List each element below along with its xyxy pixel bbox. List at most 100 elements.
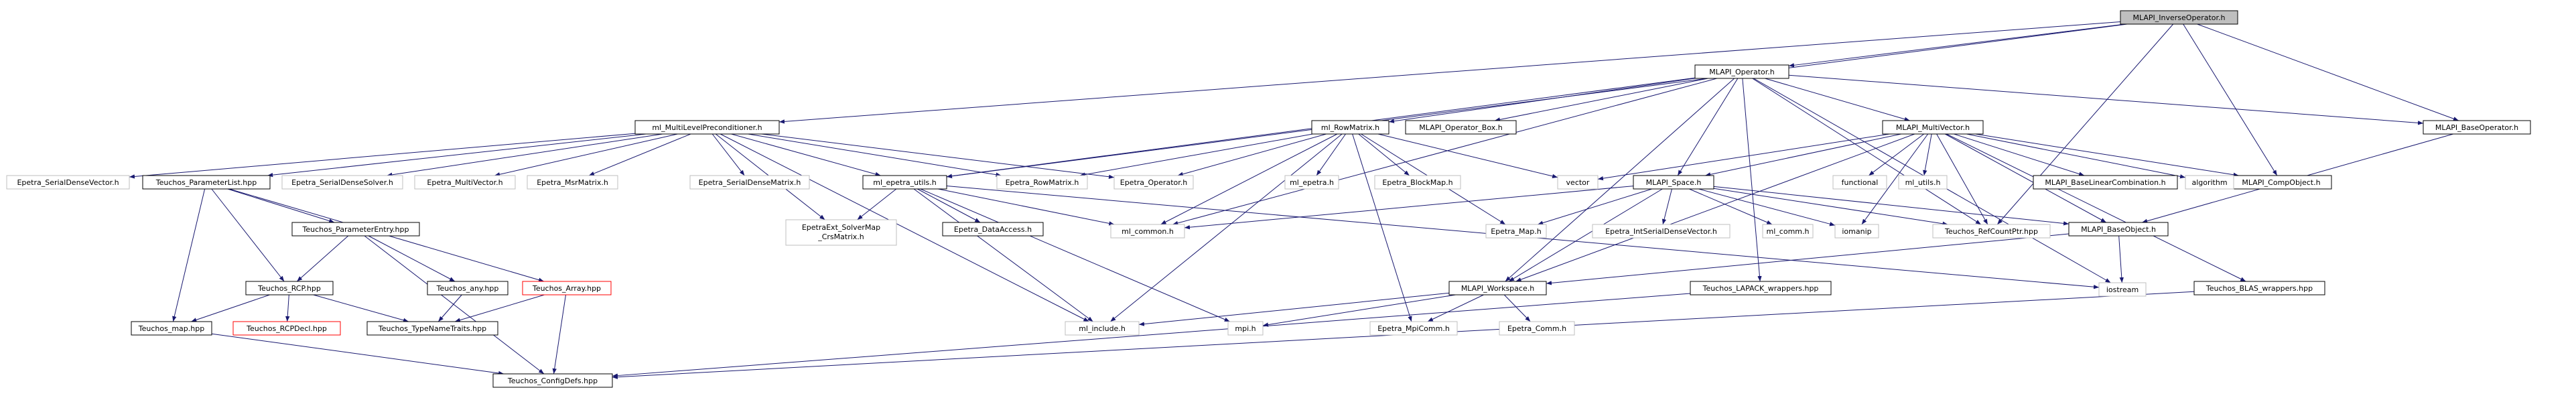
node-operator_h[interactable]: MLAPI_Operator.h xyxy=(1694,64,1789,79)
node-box xyxy=(281,175,403,190)
node-operator_box[interactable]: MLAPI_Operator_Box.h xyxy=(1405,120,1517,135)
edge-teuchos_any-to-teuchos_typenametraits xyxy=(437,294,462,322)
node-teuchos_configdefs[interactable]: Teuchos_ConfigDefs.hpp xyxy=(492,373,613,388)
edge-rowmatrix-to-epetra_rowmatrix xyxy=(1079,133,1313,177)
node-teuchos_rcp[interactable]: Teuchos_RCP.hpp xyxy=(245,281,334,295)
node-teuchos_array[interactable]: Teuchos_Array.hpp xyxy=(522,281,612,295)
node-base_linear_combination[interactable]: MLAPI_BaseLinearCombination.h xyxy=(2033,175,2178,190)
node-ml_epetra: ml_epetra.h xyxy=(1284,175,1339,190)
edge-operator_h-to-ml_common xyxy=(1172,78,1717,226)
node-label: Epetra_MultiVector.h xyxy=(427,178,502,187)
edge-rowmatrix-to-epetra_operator xyxy=(1177,133,1327,176)
node-box xyxy=(785,219,897,246)
node-label: ml_utils.h xyxy=(1905,178,1941,187)
node-comp_object[interactable]: MLAPI_CompObject.h xyxy=(2230,175,2332,190)
node-teuchos_parameterlist[interactable]: Teuchos_ParameterList.hpp xyxy=(142,175,271,190)
edge-ml_epetra_utils-to-epetraext_solvermap xyxy=(857,188,897,220)
node-box xyxy=(232,321,341,336)
node-epetra_dataaccess[interactable]: Epetra_DataAccess.h xyxy=(942,222,1044,237)
edge-multivector-to-workspace xyxy=(1515,133,1915,282)
edge-ml_epetra_utils-to-ml_common xyxy=(938,188,1115,226)
node-label: Teuchos_LAPACK_wrappers.hpp xyxy=(1702,284,1819,293)
node-ml_common: ml_common.h xyxy=(1110,224,1185,239)
edge-inverse_op-to-operator_h xyxy=(1788,23,2126,68)
edge-workspace-to-ml_include xyxy=(1138,292,1450,326)
node-label: mpi.h xyxy=(1235,324,1256,333)
node-teuchos_rcpdecl[interactable]: Teuchos_RCPDecl.hpp xyxy=(232,321,341,336)
node-box xyxy=(2068,222,2169,237)
edge-space-to-epetra_intserialdensevector xyxy=(1662,188,1672,225)
node-algorithm: algorithm xyxy=(2185,175,2234,190)
edge-operator_h-to-operator_box xyxy=(1494,78,1708,122)
edge-operator_h-to-workspace xyxy=(1505,78,1735,282)
node-box xyxy=(1448,281,1547,295)
edge-space-to-iomanip xyxy=(1698,188,1836,226)
node-teuchos_typenametraits[interactable]: Teuchos_TypeNameTraits.hpp xyxy=(366,321,498,336)
edge-rowmatrix-to-vector xyxy=(1377,133,1558,178)
node-multivector[interactable]: MLAPI_MultiVector.h xyxy=(1882,120,1984,135)
node-vector: vector xyxy=(1557,175,1599,190)
node-multilevel_prec[interactable]: ml_MultiLevelPreconditioner.h xyxy=(634,120,780,135)
node-teuchos_parameterentry[interactable]: Teuchos_ParameterEntry.hpp xyxy=(291,222,420,237)
edge-rowmatrix-to-epetra_mpicomm xyxy=(1352,133,1412,322)
edge-operator_h-to-rowmatrix xyxy=(1388,78,1696,123)
node-label: Teuchos_ParameterList.hpp xyxy=(155,178,257,187)
edge-teuchos_array-to-teuchos_configdefs xyxy=(552,294,566,375)
node-label: Epetra_RowMatrix.h xyxy=(1006,178,1079,187)
node-label: Epetra_SerialDenseVector.h xyxy=(17,178,119,187)
node-base_operator[interactable]: MLAPI_BaseOperator.h xyxy=(2423,120,2531,135)
node-blas_wrappers[interactable]: Teuchos_BLAS_wrappers.hpp xyxy=(2193,281,2325,295)
node-label: Teuchos_any.hpp xyxy=(436,284,499,293)
node-epetra_serialdensevector: Epetra_SerialDenseVector.h xyxy=(6,175,130,190)
node-box xyxy=(1284,175,1339,190)
node-label: MLAPI_Workspace.h xyxy=(1461,284,1534,293)
edge-inverse_op-to-comp_object xyxy=(2183,23,2278,176)
edge-multilevel_prec-to-epetra_serialdensevector xyxy=(129,133,636,179)
edge-multilevel_prec-to-epetra_msrmatrix xyxy=(588,133,691,176)
node-box xyxy=(942,222,1044,237)
node-label: Epetra_SerialDenseSolver.h xyxy=(291,178,393,187)
node-label: Epetra_Operator.h xyxy=(1120,178,1188,187)
node-box xyxy=(2033,175,2178,190)
node-label: MLAPI_Operator_Box.h xyxy=(1419,123,1502,132)
edge-inverse_op-to-base_operator xyxy=(2197,23,2459,121)
edge-teuchos_map-to-teuchos_configdefs xyxy=(211,333,504,376)
node-box xyxy=(414,175,516,190)
node-box xyxy=(366,321,498,336)
node-label: Epetra_MpiComm.h xyxy=(1377,324,1450,333)
node-label: iostream xyxy=(2106,285,2139,294)
node-label: MLAPI_BaseObject.h xyxy=(2081,225,2156,234)
node-box xyxy=(1110,224,1185,239)
node-box xyxy=(1369,321,1458,336)
node-epetra_comm: Epetra_Comm.h xyxy=(1499,321,1575,336)
edge-teuchos_rcp-to-teuchos_rcpdecl xyxy=(285,294,290,322)
edge-teuchos_rcp-to-teuchos_map xyxy=(191,294,270,322)
node-box xyxy=(131,321,212,336)
node-box xyxy=(1694,64,1789,79)
edge-operator_h-to-multivector xyxy=(1765,78,1910,121)
node-box xyxy=(2423,120,2531,135)
node-teuchos_map[interactable]: Teuchos_map.hpp xyxy=(131,321,212,336)
node-epetra_rowmatrix: Epetra_RowMatrix.h xyxy=(996,175,1088,190)
edge-rowmatrix-to-ml_common xyxy=(1160,133,1338,225)
edge-teuchos_parameterentry-to-teuchos_rcp xyxy=(296,235,349,282)
node-base_object[interactable]: MLAPI_BaseObject.h xyxy=(2068,222,2169,237)
edge-space-to-ml_common xyxy=(1184,186,1634,230)
node-rowmatrix[interactable]: ml_RowMatrix.h xyxy=(1311,120,1389,135)
edge-inverse_op-to-multilevel_prec xyxy=(778,21,2121,124)
node-label: algorithm xyxy=(2191,178,2227,187)
node-label: MLAPI_CompObject.h xyxy=(2242,178,2320,187)
node-teuchos_any[interactable]: Teuchos_any.hpp xyxy=(427,281,509,295)
node-box xyxy=(522,281,612,295)
node-epetraext_solvermap: EpetraExt_SolverMap_CrsMatrix.h xyxy=(785,219,897,246)
edge-space-to-epetra_map xyxy=(1538,188,1652,225)
node-inverse_op[interactable]: MLAPI_InverseOperator.h xyxy=(2120,10,2238,25)
node-ml_epetra_utils[interactable]: ml_epetra_utils.h xyxy=(862,175,947,190)
node-lapack_wrappers[interactable]: Teuchos_LAPACK_wrappers.hpp xyxy=(1690,281,1832,295)
node-space[interactable]: MLAPI_Space.h xyxy=(1633,175,1714,190)
node-label: Epetra_IntSerialDenseVector.h xyxy=(1605,227,1717,236)
edge-teuchos_parameterlist-to-teuchos_parameterentry xyxy=(227,188,335,223)
node-label: Teuchos_map.hpp xyxy=(138,324,204,333)
node-label: Teuchos_RCPDecl.hpp xyxy=(246,324,327,333)
node-workspace[interactable]: MLAPI_Workspace.h xyxy=(1448,281,1547,295)
